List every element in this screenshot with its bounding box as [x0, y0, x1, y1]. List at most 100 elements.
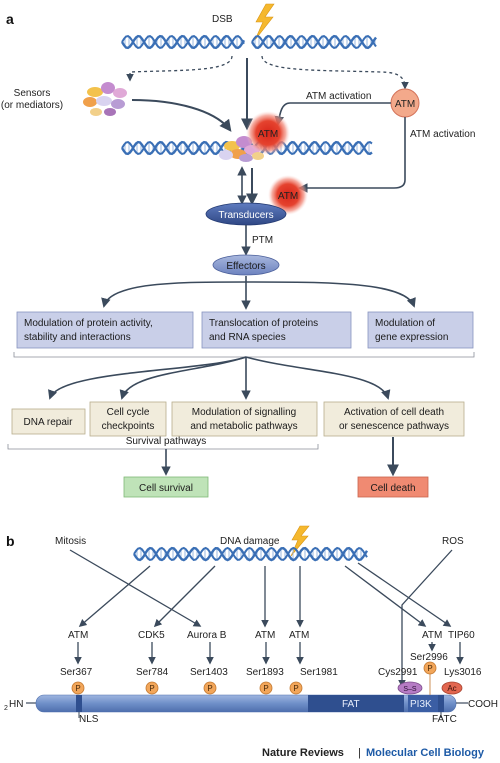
- nh2-label: HN: [9, 699, 23, 710]
- nls-domain: [76, 695, 82, 712]
- atm-active-label-2: ATM: [278, 191, 298, 202]
- arrow-effectors-right: [245, 281, 416, 308]
- box-dna-repair-label: DNA repair: [24, 417, 74, 428]
- phospho-label-3: P: [207, 684, 212, 693]
- ptm-label: PTM: [252, 235, 273, 246]
- mitosis-label: Mitosis: [55, 536, 86, 547]
- phospho-label-6: P: [427, 664, 432, 673]
- box-translocation: [201, 311, 352, 349]
- arrow-ros-to-cys2991: [398, 549, 453, 688]
- panel-b-label: b: [6, 533, 15, 549]
- fatc-domain: [438, 695, 444, 712]
- box-gene-expression-line1: Modulation of: [375, 318, 435, 329]
- kinase-tip60: TIP60: [448, 630, 475, 641]
- box-cell-survival-label: Cell survival: [139, 483, 193, 494]
- fat-label: FAT: [342, 699, 360, 710]
- atm-activation-top-label: ATM activation: [306, 91, 371, 102]
- site-cys2991: Cys2991: [378, 667, 418, 678]
- kinase-atm-2: ATM: [255, 630, 275, 641]
- arrow-effectors-left: [101, 281, 247, 308]
- kinase-aurora-b: Aurora B: [187, 630, 227, 641]
- kinase-atm-4: ATM: [422, 630, 442, 641]
- sensors-sublabel: (or mediators): [1, 100, 63, 111]
- arrow-mitosis-to-aurora: [69, 549, 202, 627]
- atm-active-label-1: ATM: [258, 129, 278, 140]
- box-cell-cycle: [89, 401, 167, 437]
- disulfide-label: S–S: [403, 686, 417, 693]
- box-death-pathway-line1: Activation of cell death: [344, 407, 444, 418]
- atm-active-circle-2: [268, 175, 308, 215]
- footer-subjournal: Molecular Cell Biology: [366, 747, 485, 759]
- box-gene-expression: [367, 311, 474, 349]
- arrow-to-cell-cycle: [119, 356, 247, 400]
- site-ser784: Ser784: [136, 667, 169, 678]
- arrow-dna-to-tip60: [357, 562, 452, 627]
- acetyl-icon: [441, 681, 463, 695]
- box-signalling: [171, 401, 318, 437]
- acetyl-label: Ac: [447, 684, 456, 693]
- arrow-dna-to-cdk5: [153, 565, 216, 628]
- dashed-arrow-to-sensors: [126, 55, 233, 82]
- box-modulation-protein-line1: Modulation of protein activity,: [24, 318, 153, 329]
- pi3k-label: PI3K: [410, 699, 432, 710]
- pi3k-domain: [408, 695, 438, 712]
- box-death-pathway: [323, 401, 465, 437]
- effectors-oval: [212, 254, 280, 276]
- phosphate-icon: [71, 661, 437, 695]
- arrow-to-death-pathway: [245, 356, 391, 400]
- site-lys3016: Lys3016: [444, 667, 482, 678]
- dna-helix-b: [132, 546, 369, 562]
- damage-complex: [219, 136, 264, 162]
- arrow-to-dna-repair: [48, 356, 247, 400]
- cooh-label: COOH: [468, 699, 498, 710]
- box-signalling-line2: and metabolic pathways: [190, 421, 297, 432]
- dna-damage-label: DNA damage: [220, 536, 280, 547]
- arrow-dna-to-atm1: [78, 565, 151, 628]
- box-signalling-line1: Modulation of signalling: [192, 407, 297, 418]
- arrow-atm-to-transducers: [298, 117, 406, 193]
- dsb-label: DSB: [212, 14, 233, 25]
- phospho-label-1: P: [75, 684, 80, 693]
- arrow-dna-to-atm4: [344, 565, 427, 627]
- sensors-label: Sensors: [14, 88, 51, 99]
- box-translocation-line2: and RNA species: [209, 332, 286, 343]
- nh2-subscript: 2: [4, 705, 8, 712]
- kinase-atm-1: ATM: [68, 630, 88, 641]
- dashed-arrow-to-atm: [261, 55, 409, 90]
- box-death-pathway-line2: or senescence pathways: [339, 421, 449, 432]
- lightning-icon: [254, 3, 275, 41]
- bracket-effects: [13, 352, 475, 358]
- box-cell-death: [357, 476, 429, 498]
- bracket-survival: [7, 444, 319, 450]
- box-cell-death-label: Cell death: [370, 483, 415, 494]
- site-ser2996: Ser2996: [410, 652, 448, 663]
- sensor-proteins: [83, 82, 127, 116]
- arrow-atm-activation: [274, 102, 391, 126]
- nls-label: NLS: [79, 714, 99, 725]
- box-cell-cycle-line2: checkpoints: [102, 421, 155, 432]
- site-ser1981: Ser1981: [300, 667, 338, 678]
- box-gene-expression-line2: gene expression: [375, 332, 448, 343]
- transducers-label: Transducers: [218, 210, 273, 221]
- effectors-label: Effectors: [226, 261, 265, 272]
- site-ser1893: Ser1893: [246, 667, 284, 678]
- fatc-label: FATC: [432, 714, 457, 725]
- phospho-label-5: P: [293, 684, 298, 693]
- arrow-sensors-to-dna: [131, 99, 232, 132]
- site-ser367: Ser367: [60, 667, 93, 678]
- box-modulation-protein-line2: stability and interactions: [24, 332, 131, 343]
- atm-active-circle-1: [246, 111, 290, 155]
- box-dna-repair: [11, 408, 86, 435]
- panel-a-label: a: [6, 11, 14, 27]
- kinase-cdk5: CDK5: [138, 630, 165, 641]
- atm-inactive-label: ATM: [395, 99, 415, 110]
- box-translocation-line1: Translocation of proteins: [209, 318, 318, 329]
- fat-domain: [308, 695, 404, 712]
- box-cell-cycle-line1: Cell cycle: [107, 407, 150, 418]
- box-cell-survival: [123, 476, 209, 498]
- disulfide-icon: [397, 681, 423, 695]
- footer-journal: Nature Reviews: [262, 747, 344, 759]
- phospho-label-2: P: [149, 684, 154, 693]
- footer-separator: |: [358, 747, 361, 759]
